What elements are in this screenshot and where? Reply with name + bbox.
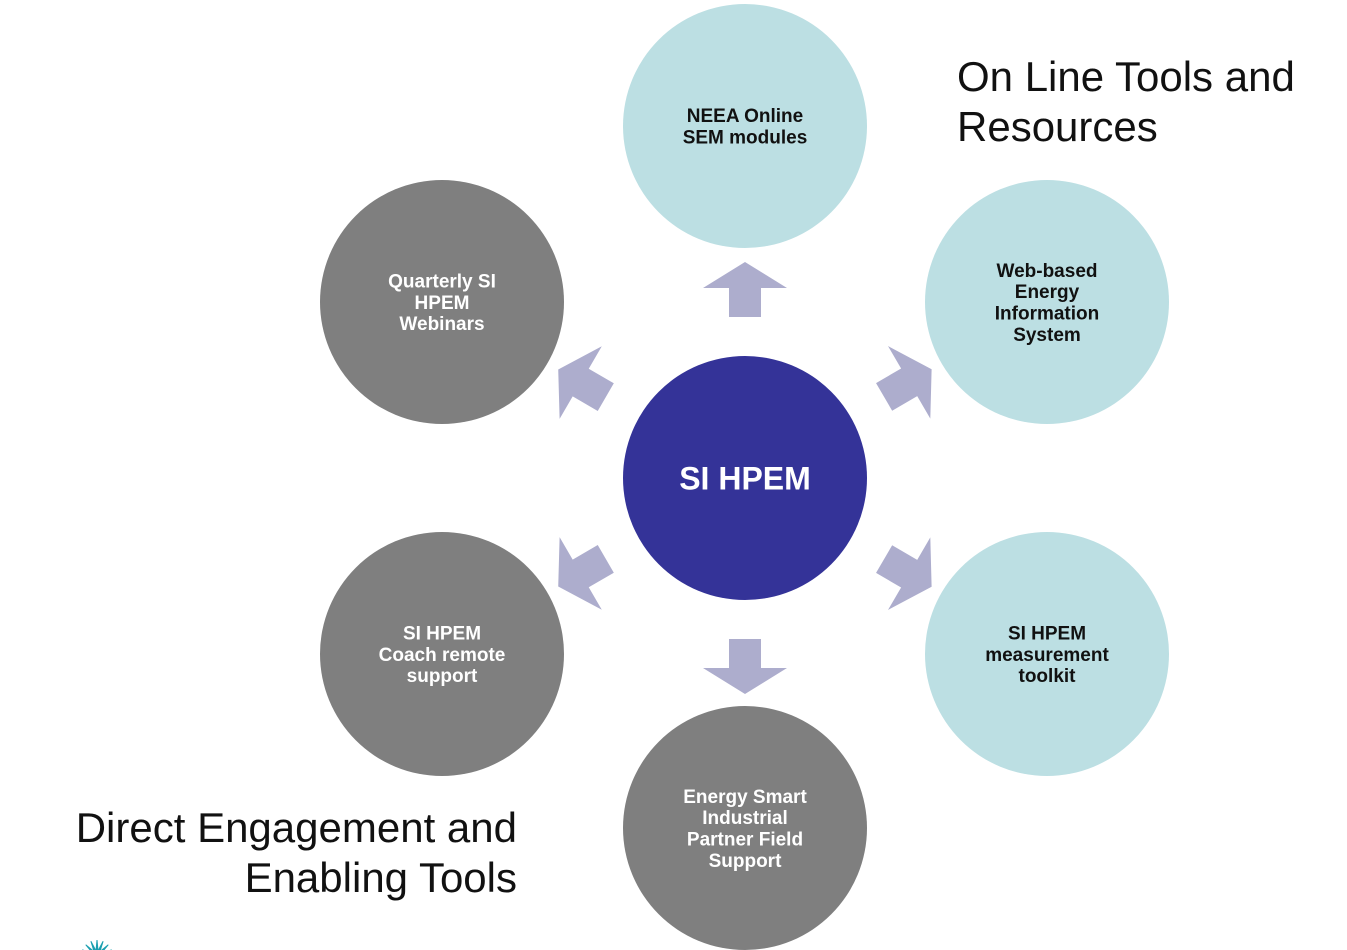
heading-online-line-2: Resources (957, 103, 1158, 150)
arrows-layer (558, 262, 932, 694)
teal-starburst-logo-icon (82, 940, 112, 950)
node-bottom-label-line-4: Support (709, 851, 782, 872)
heading-online-line-1: On Line Tools and (957, 53, 1295, 100)
node-lower-right-label-line-2: measurement (985, 645, 1109, 666)
arrow-to-lower-left (558, 537, 614, 610)
node-top-label-line-1: NEEA Online (687, 106, 803, 127)
node-lower-right-label-line-3: toolkit (1019, 666, 1077, 687)
node-upper-left-label-line-1: Quarterly SI (388, 272, 496, 293)
node-lower-right-circle (925, 532, 1169, 776)
node-upper-right-circle (925, 180, 1169, 424)
node-upper-left-circle (320, 180, 564, 424)
node-upper-right-label-line-3: Information (995, 303, 1100, 324)
heading-direct-engagement: Direct Engagement and Enabling Tools (0, 803, 517, 903)
node-lower-left-circle (320, 532, 564, 776)
arrow-to-upper-right (876, 346, 932, 419)
node-upper-right-label-line-4: System (1013, 325, 1081, 346)
node-bottom-label-line-1: Energy Smart (683, 787, 807, 808)
node-upper-left-label-line-3: Webinars (399, 314, 484, 335)
arrow-to-lower-right (876, 537, 932, 610)
node-top-circle (623, 4, 867, 248)
node-bottom-label-line-3: Partner Field (687, 829, 803, 850)
heading-online-tools: On Line Tools and Resources (957, 52, 1295, 152)
center-node-label-line-1: SI HPEM (679, 461, 811, 497)
node-upper-right-label-line-2: Energy (1015, 282, 1080, 303)
arrow-to-upper-left (558, 346, 614, 419)
node-lower-left-label-line-3: support (407, 666, 478, 687)
node-upper-right-label-line-1: Web-based (996, 261, 1097, 282)
heading-direct-line-2: Enabling Tools (244, 854, 517, 901)
node-lower-left-label-line-1: SI HPEM (403, 624, 481, 645)
node-lower-left-label-line-2: Coach remote (379, 645, 506, 666)
node-top-label-line-2: SEM modules (683, 127, 808, 148)
node-bottom-label-line-2: Industrial (702, 808, 788, 829)
arrow-to-top (703, 262, 787, 317)
center-node-circle (623, 356, 867, 600)
node-upper-left-label-line-2: HPEM (415, 293, 470, 314)
arrow-to-bottom (703, 639, 787, 694)
node-lower-right-label-line-1: SI HPEM (1008, 624, 1086, 645)
node-bottom-circle (623, 706, 867, 950)
heading-direct-line-1: Direct Engagement and (75, 804, 517, 851)
center-node: SI HPEM (623, 356, 867, 600)
